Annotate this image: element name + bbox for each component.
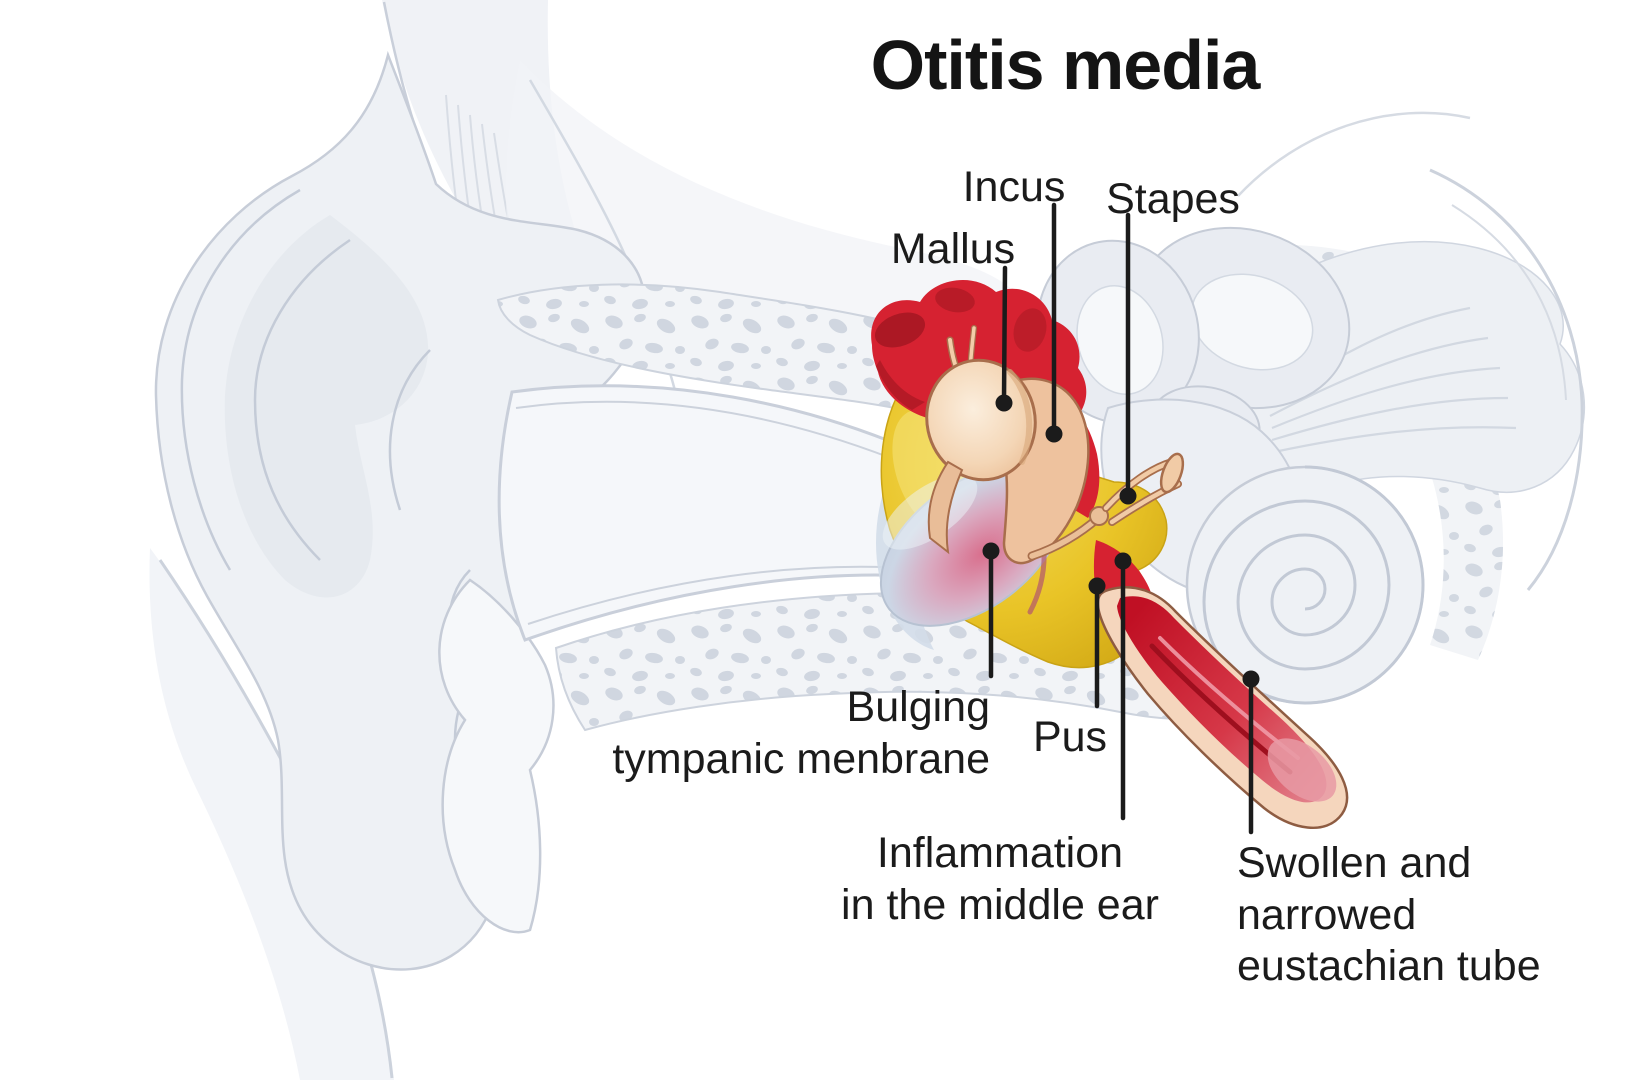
ossicles — [925, 325, 1185, 565]
label-bulging-tympanic-membrane: Bulging tympanic menbrane — [612, 683, 990, 783]
ear-canal — [497, 384, 944, 642]
stapes-bone — [1102, 452, 1185, 526]
label-incus: Incus — [962, 163, 1066, 211]
eustachian-dot — [1242, 670, 1260, 688]
label-pus: Pus — [1032, 713, 1108, 761]
mallus-dot — [995, 394, 1013, 412]
middle-ear — [871, 279, 1185, 669]
concha-shading — [224, 215, 429, 598]
tragus — [438, 578, 555, 934]
label-swollen-eustachian-tube: Swollen and narrowed eustachian tube — [1237, 839, 1541, 991]
leader-lines — [988, 202, 1254, 835]
leader-dots — [982, 394, 1260, 688]
stapes-dot — [1119, 487, 1137, 505]
outer-ear-pinna — [154, 50, 646, 971]
malleus-bone — [925, 358, 1037, 482]
mallus-leader-line — [1001, 265, 1008, 403]
incus-dot — [1045, 425, 1063, 443]
cochlea-spiral — [1202, 465, 1425, 705]
bulging-membrane-dot — [982, 542, 1000, 560]
label-mallus: Mallus — [890, 225, 1016, 273]
inflammation-dot — [1114, 552, 1132, 570]
page-title: Otitis media — [870, 26, 1261, 104]
eustachian-tube — [1096, 585, 1349, 829]
label-inflammation-middle-ear: Inflammation in the middle ear — [841, 829, 1159, 929]
malleus-handle — [927, 460, 964, 555]
pus-dot — [1088, 577, 1106, 595]
label-stapes: Stapes — [1106, 175, 1240, 223]
